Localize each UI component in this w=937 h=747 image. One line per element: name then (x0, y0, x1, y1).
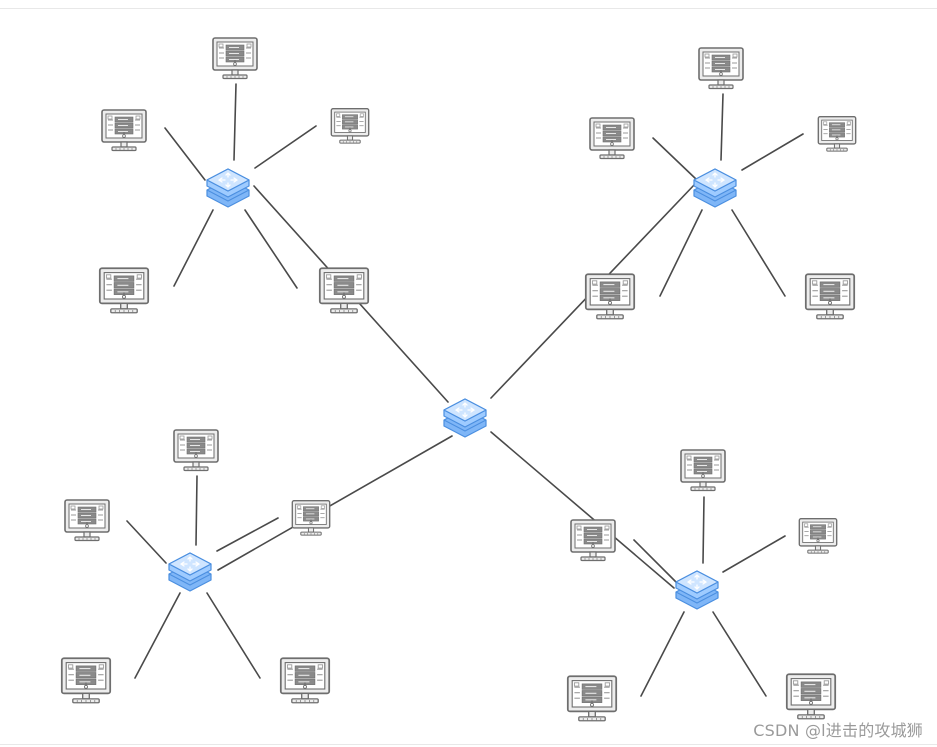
server-glyph-icon (186, 436, 206, 458)
server-glyph-icon (711, 54, 731, 76)
computer-bottom-left-2[interactable] (64, 499, 110, 542)
links-layer (126, 83, 804, 697)
server-glyph-icon (303, 506, 319, 525)
access-link-bottom-right-5 (712, 611, 767, 697)
watermark: CSDN @l进击的攻城狮 (753, 721, 923, 740)
server-glyph-icon (114, 116, 134, 138)
computer-bottom-right-2[interactable] (570, 519, 616, 562)
server-glyph-icon (810, 524, 826, 543)
computer-bottom-right-4[interactable] (566, 675, 618, 722)
computer-top-right-3[interactable] (817, 116, 857, 152)
access-link-top-right-5 (731, 209, 786, 297)
nodes-layer (60, 37, 857, 722)
computer-top-left-5[interactable] (318, 267, 370, 314)
computer-bottom-left-5[interactable] (279, 657, 331, 704)
router-arrows-icon (217, 172, 239, 188)
access-link-top-left-5 (244, 209, 298, 289)
computer-bottom-left-1[interactable] (173, 429, 219, 472)
server-glyph-icon (800, 681, 822, 705)
access-link-bottom-right-2 (633, 539, 678, 584)
access-link-top-right-1 (720, 93, 724, 161)
server-glyph-icon (581, 683, 603, 707)
router-top-right[interactable] (693, 168, 737, 208)
access-link-top-right-2 (652, 137, 698, 181)
computer-top-right-4[interactable] (584, 273, 636, 320)
core-link-bottom-left (217, 435, 453, 571)
router-bottom-left[interactable] (168, 552, 212, 592)
server-glyph-icon (333, 275, 355, 299)
access-link-top-left-4 (173, 209, 214, 287)
router-bottom-right[interactable] (675, 570, 719, 610)
router-arrows-icon (686, 574, 708, 590)
computer-bottom-left-3[interactable] (291, 500, 331, 536)
router-arrows-icon (454, 402, 476, 418)
server-glyph-icon (225, 44, 245, 66)
server-glyph-icon (819, 281, 841, 305)
access-link-top-left-1 (233, 83, 237, 161)
access-link-bottom-right-4 (640, 611, 685, 697)
router-arrows-icon (704, 172, 726, 188)
access-link-top-right-4 (659, 209, 703, 297)
access-link-bottom-right-3 (722, 535, 786, 573)
server-glyph-icon (294, 665, 316, 689)
core-router[interactable] (443, 398, 487, 438)
computer-bottom-right-3[interactable] (798, 518, 838, 554)
access-link-bottom-right-1 (702, 496, 705, 564)
core-link-bottom-right (490, 431, 675, 589)
computer-bottom-left-4[interactable] (60, 657, 112, 704)
server-glyph-icon (583, 526, 603, 548)
server-glyph-icon (113, 275, 135, 299)
server-glyph-icon (342, 114, 358, 133)
server-glyph-icon (829, 122, 845, 141)
server-glyph-icon (693, 456, 713, 478)
access-link-bottom-left-4 (134, 592, 181, 679)
access-link-top-left-2 (164, 127, 206, 181)
access-link-bottom-left-2 (126, 520, 167, 564)
access-link-bottom-left-1 (195, 475, 198, 546)
computer-top-right-2[interactable] (589, 117, 635, 160)
top-border (0, 8, 937, 9)
server-glyph-icon (599, 281, 621, 305)
access-link-bottom-left-3 (216, 517, 279, 552)
access-link-bottom-left-5 (206, 592, 261, 679)
computer-top-left-1[interactable] (212, 37, 258, 80)
computer-top-left-4[interactable] (98, 267, 150, 314)
server-glyph-icon (602, 124, 622, 146)
computer-top-right-5[interactable] (804, 273, 856, 320)
server-glyph-icon (75, 665, 97, 689)
computer-bottom-right-1[interactable] (680, 449, 726, 492)
computer-top-left-3[interactable] (330, 108, 370, 144)
access-link-top-right-3 (741, 133, 804, 171)
router-arrows-icon (179, 556, 201, 572)
router-top-left[interactable] (206, 168, 250, 208)
computer-bottom-right-5[interactable] (785, 673, 837, 720)
bottom-border (0, 744, 937, 745)
computer-top-left-2[interactable] (101, 109, 147, 152)
computer-top-right-1[interactable] (698, 47, 744, 90)
access-link-top-left-3 (254, 125, 317, 169)
server-glyph-icon (77, 506, 97, 528)
